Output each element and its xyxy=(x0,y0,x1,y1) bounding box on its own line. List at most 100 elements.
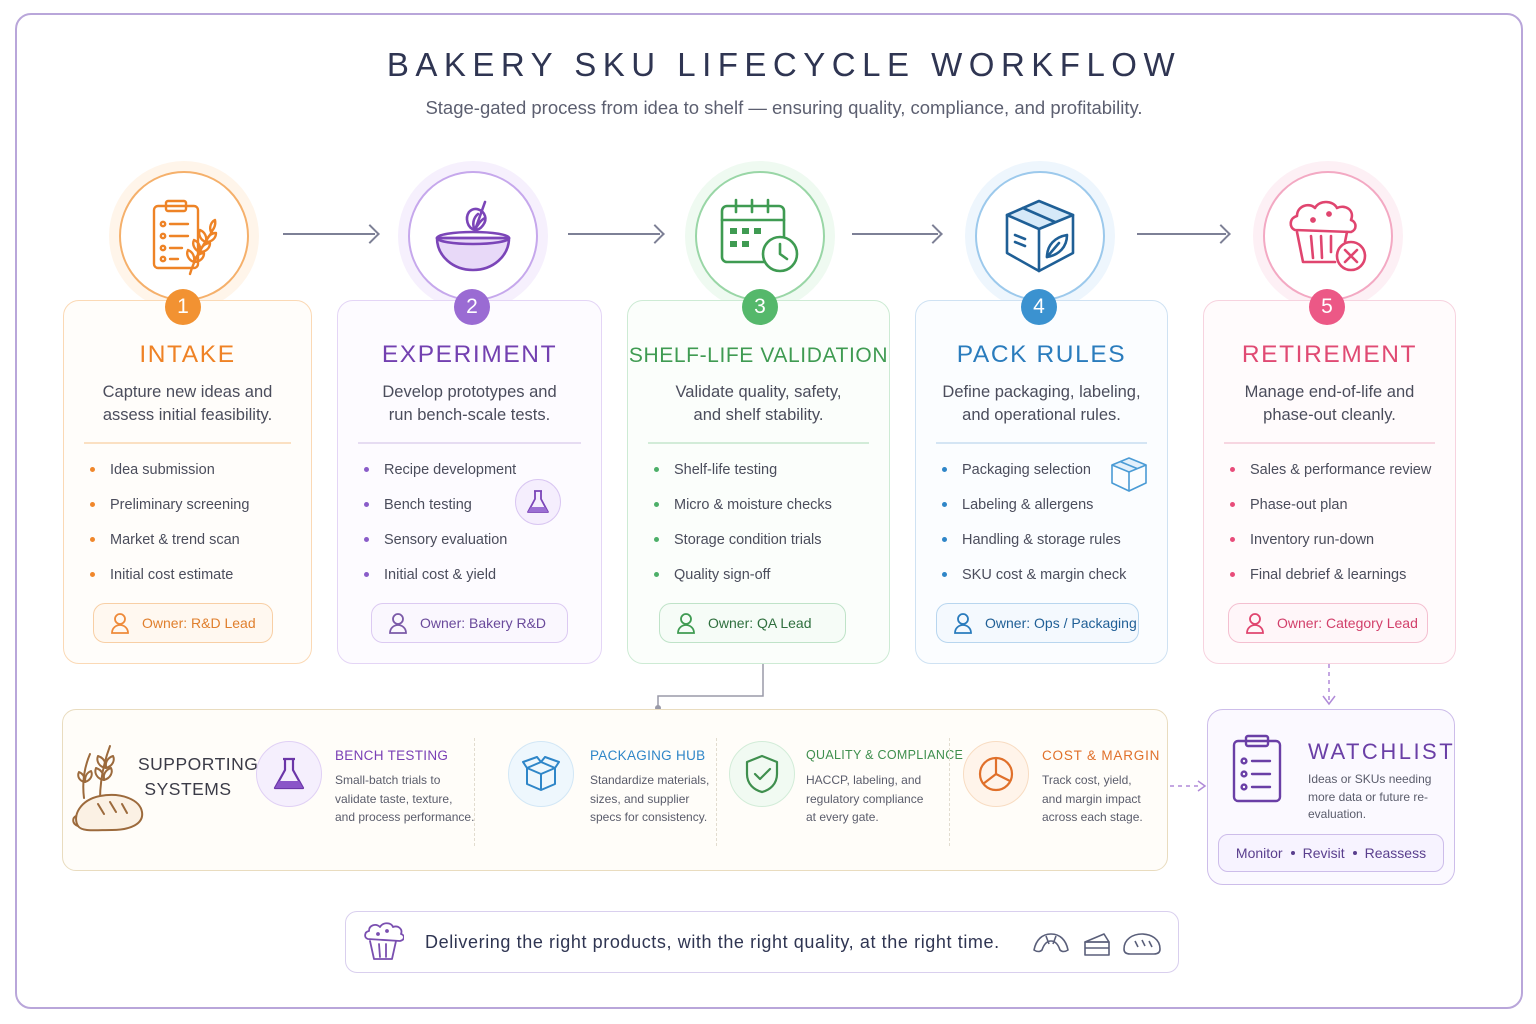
list-item: Packaging selection xyxy=(940,461,1126,496)
bench-testing-text: Small-batch trials to validate taste, te… xyxy=(335,773,475,824)
stage-card-pack-rules: PACK RULES Define packaging, labeling, a… xyxy=(915,300,1168,664)
watchlist-action-monitor: Monitor xyxy=(1235,845,1283,861)
package-selection-badge xyxy=(1109,455,1149,498)
bread-loaf-icon xyxy=(1123,933,1161,955)
list-item: Labeling & allergens xyxy=(940,496,1126,531)
list-item: Initial cost & yield xyxy=(362,566,516,601)
flow-arrow-2-3 xyxy=(568,233,660,235)
stage-5-description: Manage end-of-life and phase-out cleanly… xyxy=(1244,383,1415,424)
watchlist-title: WATCHLIST xyxy=(1308,739,1456,764)
list-item: Sensory evaluation xyxy=(362,531,516,566)
cake-slice-icon xyxy=(1084,933,1110,956)
list-item: Preliminary screening xyxy=(88,496,249,531)
stage-3-owner-label: Owner: QA Lead xyxy=(708,615,812,631)
stage-2-divider xyxy=(358,442,581,444)
stage-1-divider xyxy=(84,442,291,444)
list-item: Final debrief & learnings xyxy=(1228,566,1431,601)
bench-flask-badge xyxy=(515,479,561,525)
pie-chart-icon xyxy=(978,756,1014,792)
muffin-remove-icon xyxy=(1289,200,1367,272)
open-box-icon xyxy=(522,756,560,791)
stage-2-number: 2 xyxy=(454,289,490,325)
stage-4-title: PACK RULES xyxy=(956,341,1127,368)
stage-2-title: EXPERIMENT xyxy=(381,341,558,368)
list-item: Initial cost estimate xyxy=(88,566,249,601)
stage-4-description: Define packaging, labeling, and operatio… xyxy=(942,383,1141,424)
watchlist-text: Ideas or SKUs needing more data or futur… xyxy=(1308,772,1432,821)
bench-testing-title: BENCH TESTING xyxy=(335,748,449,763)
calendar-clock-icon xyxy=(720,198,799,273)
stage-5-owner-label: Owner: Category Lead xyxy=(1277,615,1418,631)
shield-check-icon xyxy=(745,754,779,794)
stage-card-shelf-life: SHELF-LIFE VALIDATION Validate quality, … xyxy=(627,300,890,664)
support-divider xyxy=(716,738,717,846)
page-title: BAKERY SKU LIFECYCLE WORKFLOW xyxy=(386,46,1182,83)
separator-dot xyxy=(1352,851,1357,855)
stage-4-divider xyxy=(936,442,1147,444)
stage-4-number: 4 xyxy=(1021,289,1057,325)
stage-4-icon-ring xyxy=(965,161,1115,311)
packaging-hub-text: Standardize materials, sizes, and suppli… xyxy=(590,773,710,824)
cost-margin-text: Track cost, yield, and margin impact acr… xyxy=(1042,773,1143,824)
stage-4-task-list: Packaging selection Labeling & allergens… xyxy=(940,461,1126,601)
stage-4-owner-label: Owner: Ops / Packaging xyxy=(985,615,1137,631)
list-item: Sales & performance review xyxy=(1228,461,1431,496)
person-icon xyxy=(954,613,972,634)
watchlist-actions: Monitor Revisit Reassess xyxy=(1218,834,1444,872)
stage-3-title: SHELF-LIFE VALIDATION xyxy=(628,344,889,367)
bench-testing-icon-ring xyxy=(256,741,322,807)
list-item: Recipe development xyxy=(362,461,516,496)
stage-3-description: Validate quality, safety, and shelf stab… xyxy=(675,383,842,424)
person-icon xyxy=(389,613,407,634)
flask-icon xyxy=(527,490,549,513)
stage-1-title: INTAKE xyxy=(139,341,236,368)
person-icon xyxy=(111,613,129,634)
stage-5-task-list: Sales & performance review Phase-out pla… xyxy=(1228,461,1431,601)
stage-1-icon-ring xyxy=(109,161,259,311)
supporting-systems-title: SUPPORTING SYSTEMS xyxy=(138,754,259,799)
list-item: Market & trend scan xyxy=(88,531,249,566)
stage-1-owner-badge: Owner: R&D Lead xyxy=(93,603,273,643)
stage-2-task-list: Recipe development Bench testing Sensory… xyxy=(362,461,516,601)
list-item: Quality sign-off xyxy=(652,566,832,601)
cost-margin-icon-ring xyxy=(963,741,1029,807)
list-item: Storage condition trials xyxy=(652,531,832,566)
stage-card-intake: INTAKE Capture new ideas and assess init… xyxy=(63,300,312,664)
stage-5-owner-badge: Owner: Category Lead xyxy=(1228,603,1428,643)
stage-2-description: Develop prototypes and run bench-scale t… xyxy=(382,383,557,424)
person-icon xyxy=(677,613,695,634)
list-item: Shelf-life testing xyxy=(652,461,832,496)
mixing-bowl-whisk-icon xyxy=(435,200,511,272)
flask-icon xyxy=(273,757,305,790)
stage-card-retirement: RETIREMENT Manage end-of-life and phase-… xyxy=(1203,300,1456,664)
stage-1-owner-label: Owner: R&D Lead xyxy=(142,615,256,631)
clipboard-list-icon xyxy=(1232,734,1282,803)
stage-1-task-list: Idea submission Preliminary screening Ma… xyxy=(88,461,249,601)
flow-arrow-4-5 xyxy=(1137,233,1226,235)
quality-compliance-icon-ring xyxy=(729,741,795,807)
box-icon xyxy=(1111,457,1147,492)
muffin-icon xyxy=(364,922,404,960)
footer-tagline: Delivering the right products, with the … xyxy=(425,932,1000,952)
list-item: Bench testing xyxy=(362,496,516,531)
list-item: Handling & storage rules xyxy=(940,531,1126,566)
separator-dot xyxy=(1290,851,1295,855)
stage-5-divider xyxy=(1224,442,1435,444)
page-subtitle: Stage-gated process from idea to shelf —… xyxy=(425,97,1143,118)
list-item: Micro & moisture checks xyxy=(652,496,832,531)
packaging-hub-title: PACKAGING HUB xyxy=(590,748,706,763)
stage-4-owner-badge: Owner: Ops / Packaging xyxy=(936,603,1139,643)
list-item: Idea submission xyxy=(88,461,249,496)
watchlist-action-reassess: Reassess xyxy=(1364,845,1427,861)
stage-3-number: 3 xyxy=(742,289,778,325)
clipboard-wheat-icon xyxy=(152,199,218,276)
stage-5-title: RETIREMENT xyxy=(1241,341,1418,368)
package-leaf-icon xyxy=(1005,199,1075,273)
list-item: SKU cost & margin check xyxy=(940,566,1126,601)
quality-compliance-text: HACCP, labeling, and regulatory complian… xyxy=(806,773,924,824)
cost-margin-title: COST & MARGIN xyxy=(1042,748,1161,763)
list-item: Inventory run-down xyxy=(1228,531,1431,566)
stage-3-divider xyxy=(648,442,869,444)
packaging-hub-icon-ring xyxy=(508,741,574,807)
stage-card-experiment: EXPERIMENT Develop prototypes and run be… xyxy=(337,300,602,664)
